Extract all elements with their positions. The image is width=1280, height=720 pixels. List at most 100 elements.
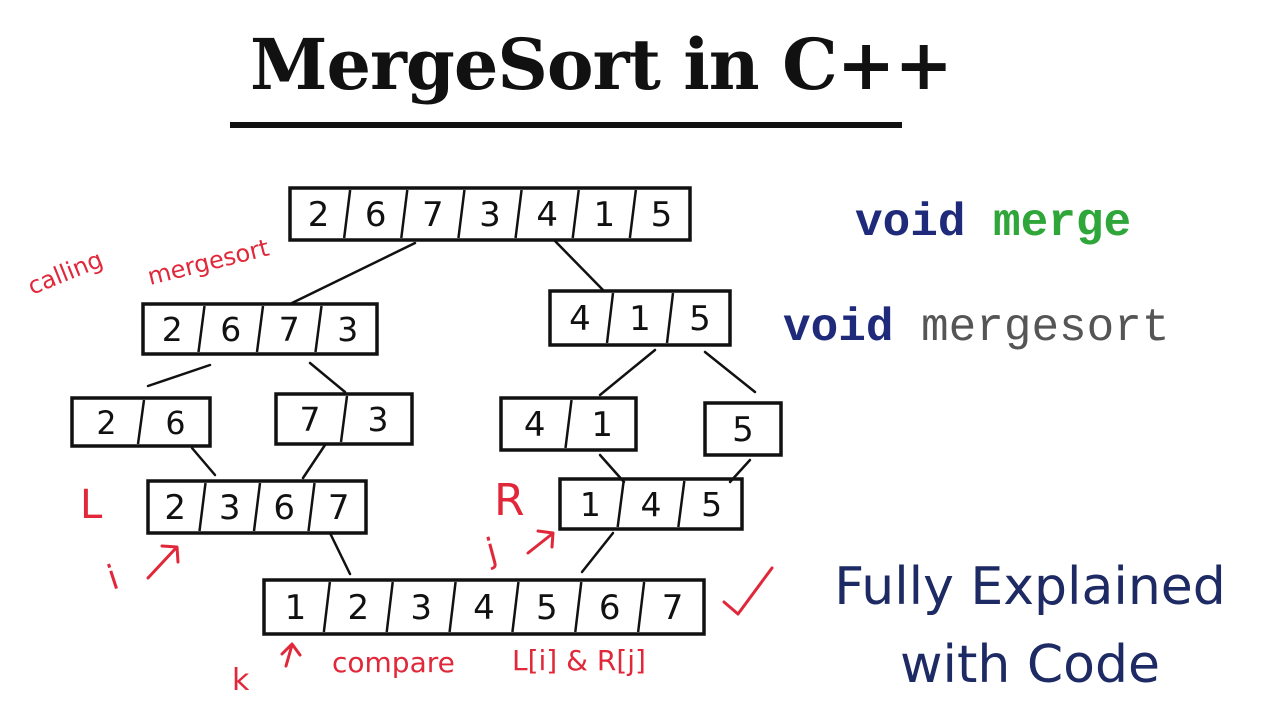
array-box (499, 396, 638, 452)
cell-divider (636, 581, 646, 633)
annotation-compare: compare (332, 646, 455, 679)
array-cell-value: 6 (365, 195, 387, 235)
array-cell-value: 4 (569, 299, 591, 339)
array-cell-value: 2 (96, 406, 116, 442)
array-cell-value: 1 (593, 195, 615, 235)
connector-line (308, 361, 347, 394)
array-cell-value: 4 (536, 195, 558, 235)
array-cell-value: 1 (591, 405, 613, 445)
array-cell-value: 1 (285, 588, 307, 628)
cell-divider (677, 480, 686, 528)
array-box (70, 396, 212, 448)
array-cell-value: 7 (422, 195, 444, 235)
array-cell-value: 1 (629, 299, 651, 339)
cell-divider (198, 482, 207, 532)
cell-divider (342, 189, 352, 239)
annotation-compare-expr: L[i] & R[j] (512, 644, 646, 677)
array-cell-value: 6 (273, 488, 295, 528)
array-box (548, 289, 732, 347)
array-cell-value: 7 (328, 488, 350, 528)
array-cell-value: 6 (599, 588, 621, 628)
keyword-void: void (783, 302, 894, 354)
cell-divider (307, 482, 316, 532)
cell-divider (322, 581, 332, 633)
connector-line (598, 348, 657, 397)
cell-divider (314, 305, 323, 353)
cell-divider (255, 305, 265, 353)
cell-divider (514, 189, 523, 239)
array-box (274, 392, 414, 446)
subtitle-line-1: Fully Explained (834, 557, 1226, 617)
array-cell-value: 3 (337, 310, 358, 349)
array-box (146, 479, 368, 535)
title-underline (230, 122, 902, 128)
arrow-j-icon (526, 529, 555, 555)
cell-divider (616, 480, 625, 528)
array-cell-value: 2 (162, 310, 183, 349)
cell-divider (136, 399, 146, 445)
connector-line (146, 363, 212, 388)
array-cell-value: 4 (473, 588, 495, 628)
cell-divider (564, 399, 573, 449)
cell-divider (448, 581, 457, 633)
keyword-void: void (855, 197, 966, 249)
array-box (703, 401, 783, 457)
array-box (141, 302, 379, 356)
array-box (558, 477, 744, 531)
cell-divider (571, 189, 580, 239)
array-cell-value: 1 (580, 485, 601, 524)
arrow-i-icon (146, 544, 180, 580)
connector-line (703, 350, 757, 394)
checkmark-icon (722, 566, 774, 616)
array-cell-value: 5 (701, 485, 722, 524)
code-void-merge: void merge (855, 200, 1131, 246)
subtitle-line-2: with Code (900, 635, 1160, 695)
array-box (262, 578, 706, 636)
cell-divider (605, 292, 615, 344)
connector-line (580, 531, 615, 574)
cell-divider (511, 581, 520, 633)
array-right-right: 5 (703, 401, 783, 457)
cell-divider (628, 189, 638, 239)
cell-divider (197, 305, 206, 353)
cell-divider (665, 292, 675, 344)
array-cell-value: 5 (689, 299, 711, 339)
arrow-k-icon (280, 642, 302, 668)
array-cell-value: 2 (347, 588, 369, 628)
array-cell-value: 6 (165, 406, 185, 442)
cell-divider (574, 581, 583, 633)
annotation-j: j (481, 531, 501, 572)
function-merge: merge (993, 197, 1132, 249)
connector-line (301, 443, 327, 480)
cell-divider (339, 395, 349, 443)
cell-divider (457, 189, 466, 239)
cell-divider (385, 581, 394, 633)
array-cell-value: 5 (651, 195, 673, 235)
array-cell-value: 7 (300, 400, 321, 439)
array-cell-value: 3 (368, 400, 389, 439)
array-cell-value: 4 (641, 485, 662, 524)
annotation-mergesort: mergesort (145, 234, 272, 291)
subtitle: Fully Explained with Code (780, 548, 1280, 704)
array-cell-value: 5 (732, 410, 754, 450)
connector-line (553, 239, 605, 292)
cell-divider (400, 189, 409, 239)
array-cell-value: 7 (662, 588, 684, 628)
page-title: MergeSort in C++ (250, 23, 953, 106)
array-box (288, 186, 692, 242)
annotation-L: L (80, 482, 103, 528)
connector-line (190, 446, 217, 477)
array-cell-value: 3 (479, 195, 501, 235)
code-void-mergesort: void mergesort (783, 305, 1169, 351)
connector-line (328, 531, 352, 576)
